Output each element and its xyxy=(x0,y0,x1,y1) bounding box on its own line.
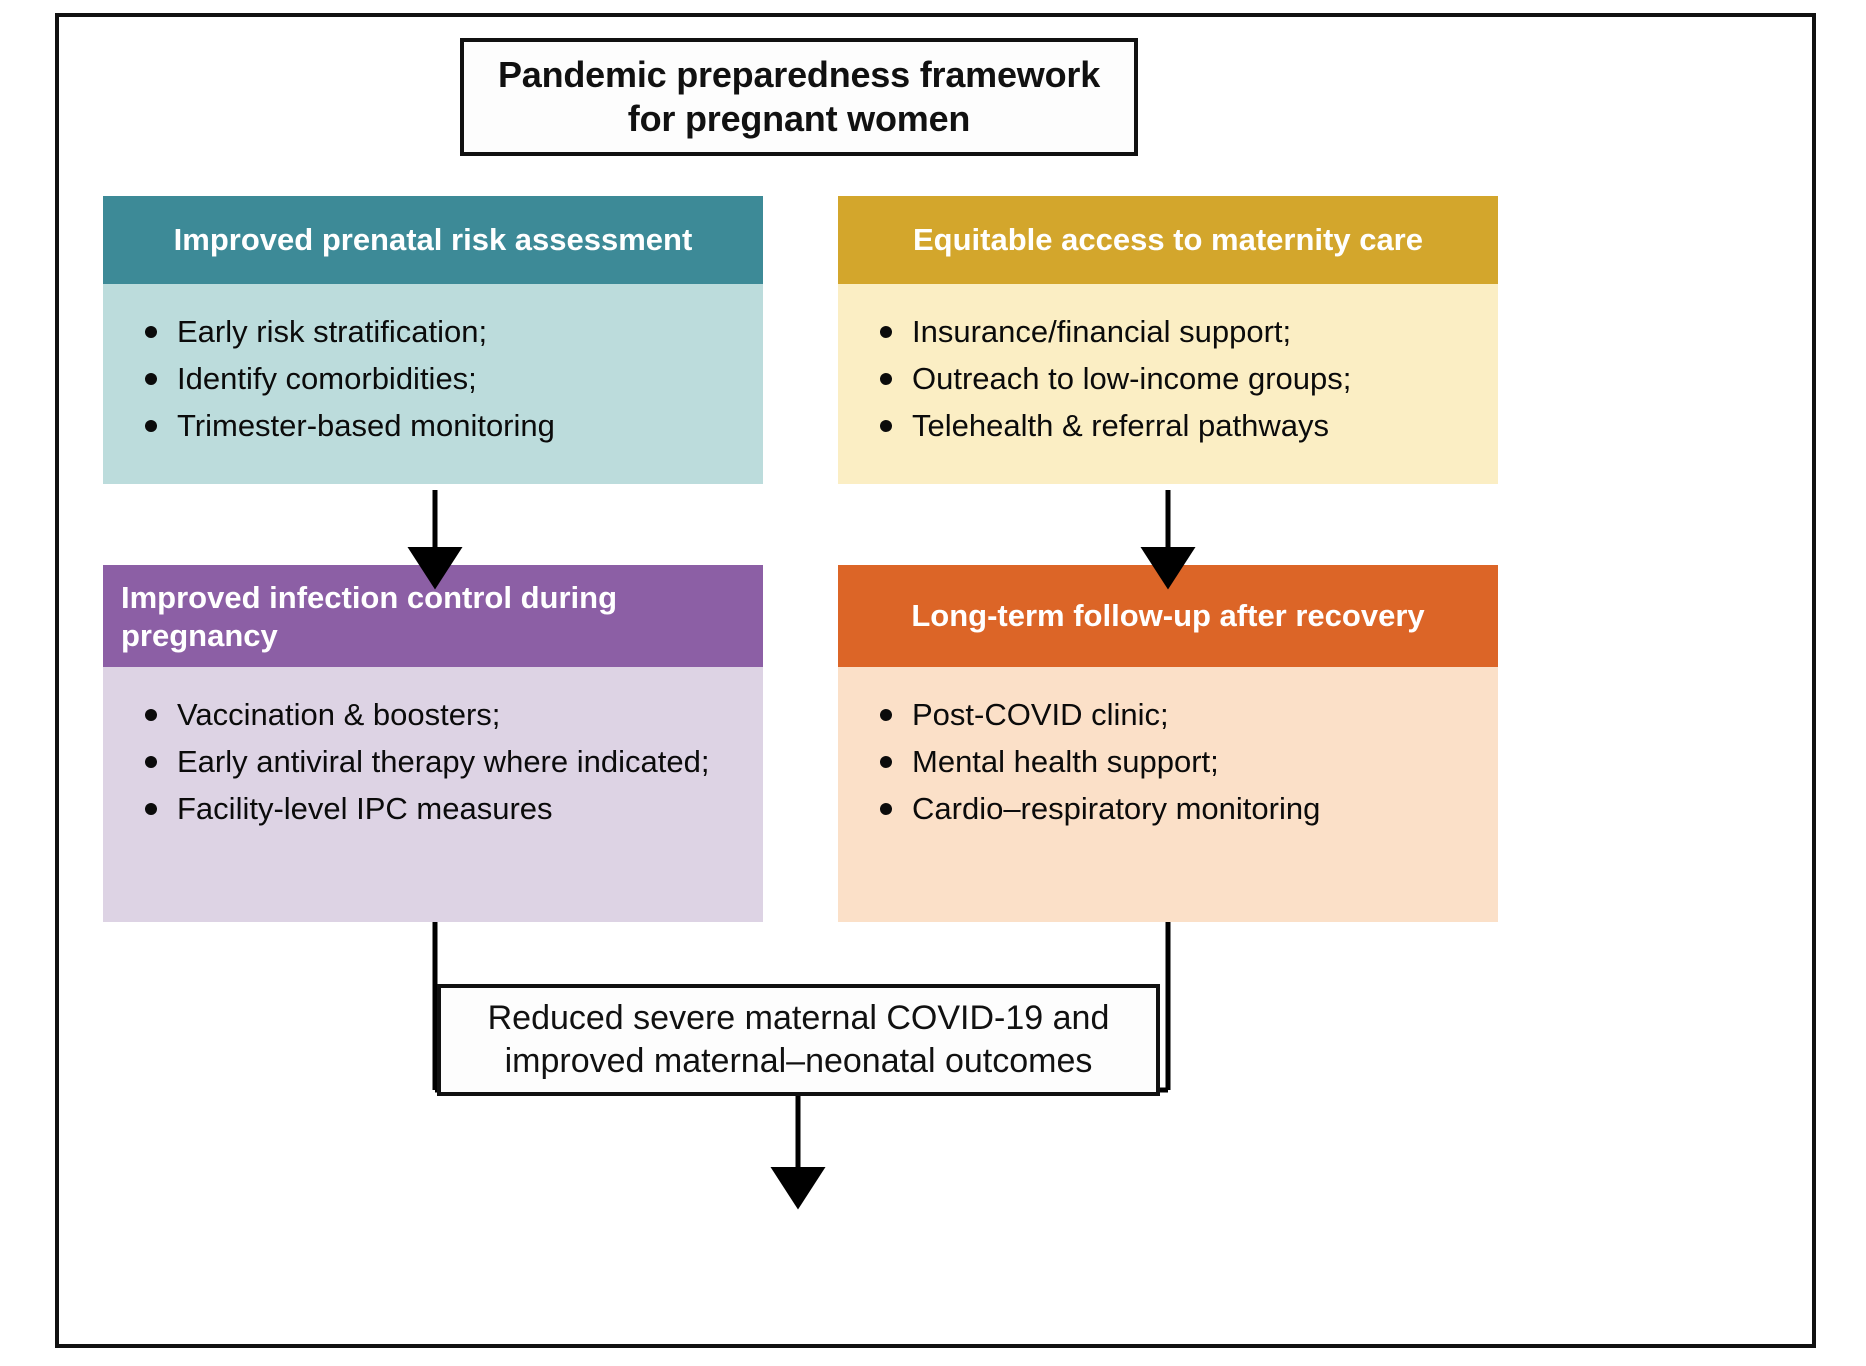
card-body-equitable: Insurance/financial support; Outreach to… xyxy=(838,284,1498,484)
bullet-list-infection: Vaccination & boosters; Early antiviral … xyxy=(139,691,747,832)
list-item: Facility-level IPC measures xyxy=(139,785,747,832)
card-header-followup: Long-term follow-up after recovery xyxy=(838,565,1498,667)
list-item: Insurance/financial support; xyxy=(874,308,1482,355)
card-long-term-follow-up-after-recovery: Long-term follow-up after recovery Post-… xyxy=(838,565,1498,922)
list-item: Telehealth & referral pathways xyxy=(874,402,1482,449)
title-line-1: Pandemic preparedness framework xyxy=(497,54,1101,96)
card-header-prenatal: Improved prenatal risk assessment xyxy=(103,196,763,284)
title-box: Pandemic preparedness framework for preg… xyxy=(460,38,1138,156)
card-improved-prenatal-risk-assessment: Improved prenatal risk assessment Early … xyxy=(103,196,763,484)
outcome-line-2: improved maternal–neonatal outcomes xyxy=(504,1042,1093,1080)
list-item: Cardio–respiratory monitoring xyxy=(874,785,1482,832)
card-body-followup: Post-COVID clinic; Mental health support… xyxy=(838,667,1498,922)
list-item: Early antiviral therapy where indicated; xyxy=(139,738,747,785)
list-item: Mental health support; xyxy=(874,738,1482,785)
outcome-text: Reduced severe maternal COVID-19 and imp… xyxy=(488,997,1110,1083)
card-body-infection: Vaccination & boosters; Early antiviral … xyxy=(103,667,763,922)
outcome-box: Reduced severe maternal COVID-19 and imp… xyxy=(437,984,1160,1096)
bullet-list-equitable: Insurance/financial support; Outreach to… xyxy=(874,308,1482,449)
list-item: Post-COVID clinic; xyxy=(874,691,1482,738)
bullet-list-followup: Post-COVID clinic; Mental health support… xyxy=(874,691,1482,832)
title-line-2: for pregnant women xyxy=(627,98,971,139)
list-item: Early risk stratification; xyxy=(139,308,747,355)
bullet-list-prenatal: Early risk stratification; Identify como… xyxy=(139,308,747,449)
card-header-infection: Improved infection control during pregna… xyxy=(103,565,763,667)
card-improved-infection-control-during-pregnancy: Improved infection control during pregna… xyxy=(103,565,763,922)
outcome-line-1: Reduced severe maternal COVID-19 and xyxy=(487,999,1110,1038)
card-equitable-access-to-maternity-care: Equitable access to maternity care Insur… xyxy=(838,196,1498,484)
list-item: Outreach to low-income groups; xyxy=(874,355,1482,402)
list-item: Trimester-based monitoring xyxy=(139,402,747,449)
card-body-prenatal: Early risk stratification; Identify como… xyxy=(103,284,763,484)
title-text: Pandemic preparedness framework for preg… xyxy=(498,53,1100,141)
list-item: Vaccination & boosters; xyxy=(139,691,747,738)
card-header-equitable: Equitable access to maternity care xyxy=(838,196,1498,284)
list-item: Identify comorbidities; xyxy=(139,355,747,402)
